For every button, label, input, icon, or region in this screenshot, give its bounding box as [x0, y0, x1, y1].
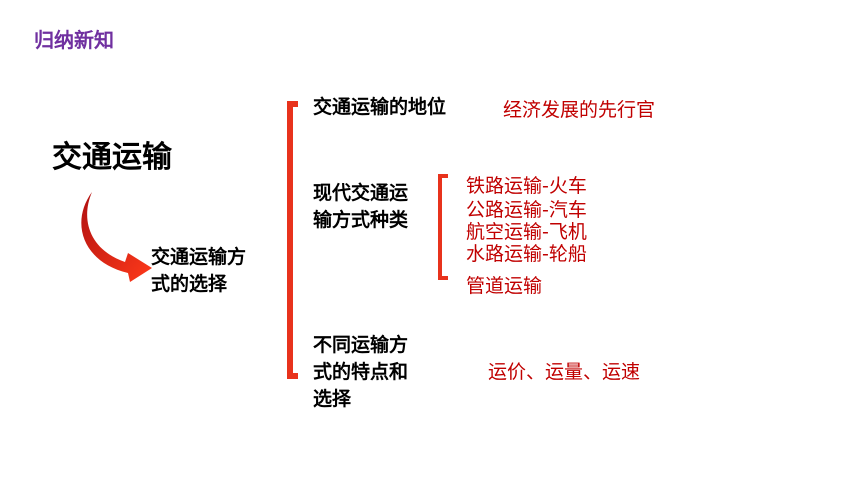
- sub-bracket: [438, 174, 448, 280]
- transport-item: 航空运输-飞机: [466, 221, 587, 243]
- choice-label-line2: 式的选择: [151, 273, 228, 295]
- modern-label-line2: 输方式种类: [313, 209, 409, 231]
- section-header: 归纳新知: [34, 28, 114, 52]
- features-detail: 运价、运量、运速: [488, 361, 641, 383]
- status-detail: 经济发展的先行官: [503, 99, 656, 121]
- features-label-line3: 选择: [313, 388, 352, 410]
- main-topic-title: 交通运输: [52, 140, 172, 175]
- choice-label-line1: 交通运输方: [151, 246, 247, 268]
- features-label-line2: 式的特点和: [313, 361, 409, 383]
- transport-item: 管道运输: [466, 275, 543, 297]
- main-bracket: [287, 101, 298, 379]
- curved-arrow-icon: [81, 192, 152, 282]
- features-label-line1: 不同运输方: [313, 334, 409, 356]
- status-label: 交通运输的地位: [313, 96, 447, 118]
- transport-item: 公路运输-汽车: [466, 199, 587, 221]
- modern-label-line1: 现代交通运: [313, 182, 409, 204]
- transport-item: 铁路运输-火车: [466, 175, 587, 197]
- transport-item: 水路运输-轮船: [466, 243, 587, 265]
